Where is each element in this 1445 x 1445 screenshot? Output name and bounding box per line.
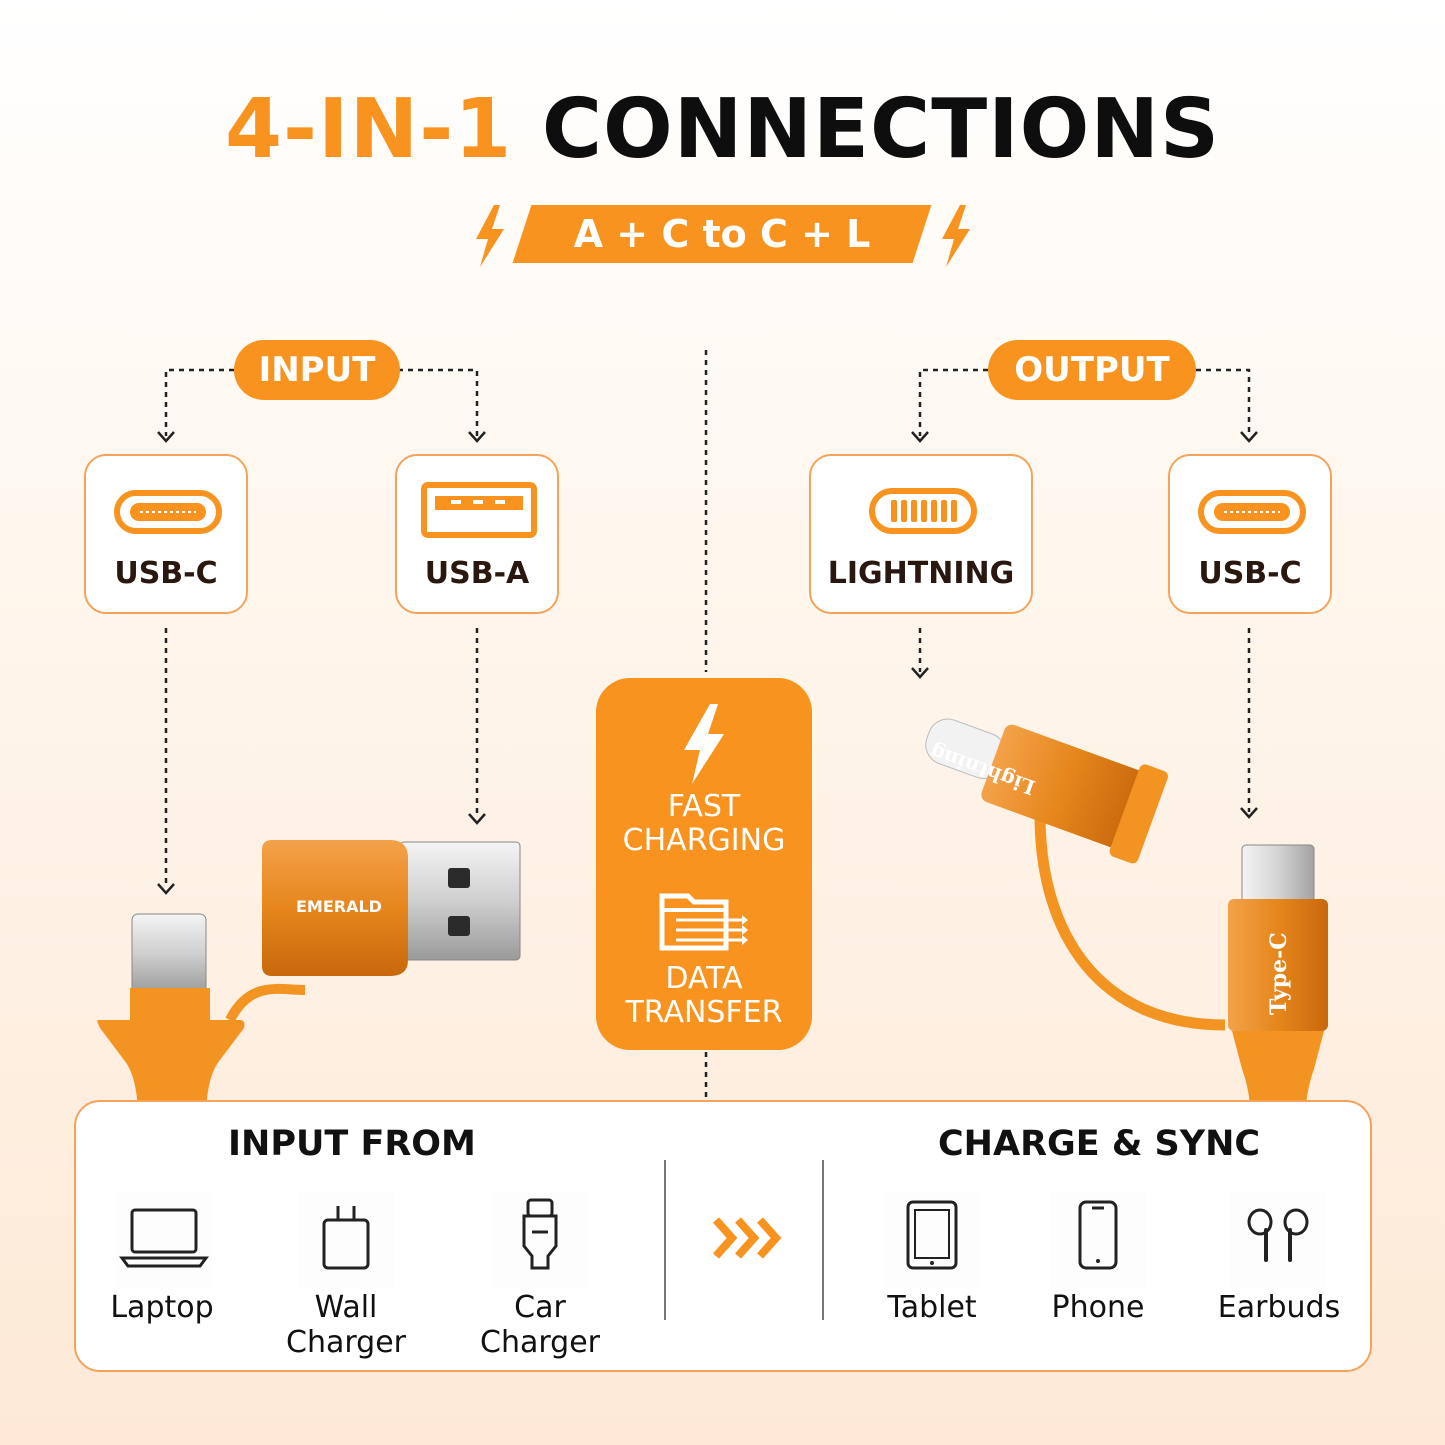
lightning-port-icon bbox=[869, 488, 977, 534]
fast-charging-icon bbox=[684, 704, 724, 784]
laptop-tile bbox=[116, 1192, 212, 1288]
output-label: OUTPUT bbox=[988, 340, 1196, 400]
device-label-earbuds: Earbuds bbox=[1217, 1290, 1341, 1325]
device-label-tablet: Tablet bbox=[887, 1290, 977, 1325]
brand-text: EMERALD bbox=[296, 897, 382, 916]
input-from-heading: INPUT FROM bbox=[228, 1124, 476, 1164]
chevrons-right-icon bbox=[713, 1217, 782, 1259]
input-cable-illustration: EMERALD bbox=[97, 840, 521, 1110]
label-line: Charger bbox=[480, 1325, 600, 1360]
label-line: Car bbox=[514, 1290, 566, 1325]
earbuds-icon bbox=[1247, 1208, 1309, 1262]
port-card-usb-c-output: USB-C bbox=[1168, 454, 1332, 614]
label-line: Charger bbox=[286, 1325, 406, 1360]
divider bbox=[664, 1160, 666, 1320]
divider bbox=[822, 1160, 824, 1320]
device-label-wall-charger: Wall Charger bbox=[272, 1290, 420, 1360]
charge-sync-heading: CHARGE & SYNC bbox=[938, 1124, 1261, 1164]
output-cable-illustration: Lightning Type-C bbox=[925, 718, 1328, 1105]
usb-c-port-icon bbox=[114, 490, 222, 534]
wall-charger-tile bbox=[298, 1192, 394, 1288]
input-label: INPUT bbox=[234, 340, 400, 400]
lightning-bolt-icon bbox=[942, 205, 970, 267]
laptop-icon bbox=[119, 1208, 209, 1268]
tablet-tile bbox=[884, 1192, 980, 1288]
fast-charging-line2: CHARGING bbox=[622, 823, 786, 858]
data-transfer-icon bbox=[659, 893, 748, 951]
phone-tile bbox=[1050, 1192, 1146, 1288]
compatibility-panel: INPUT FROM CHARGE & SYNC Laptop Wall Cha… bbox=[74, 1100, 1372, 1372]
port-card-lightning-output: LIGHTNING bbox=[809, 454, 1033, 614]
device-label-phone: Phone bbox=[1051, 1290, 1145, 1325]
port-label: LIGHTNING bbox=[827, 556, 1015, 591]
port-label: USB-A bbox=[424, 556, 530, 591]
car-charger-icon bbox=[522, 1198, 558, 1270]
subtitle-banner-text: A + C to C + L bbox=[573, 212, 871, 256]
port-label: USB-C bbox=[114, 556, 218, 591]
page-title: 4-IN-1 CONNECTIONS bbox=[0, 82, 1445, 177]
port-label: USB-C bbox=[1198, 556, 1302, 591]
label-line: Wall bbox=[314, 1290, 378, 1325]
feature-card: FAST CHARGING DATA TRANSFER bbox=[596, 678, 812, 1050]
tablet-icon bbox=[906, 1200, 958, 1270]
title-accent: 4-IN-1 bbox=[224, 82, 513, 177]
usb-c-port-icon bbox=[1198, 490, 1306, 534]
device-label-car-charger: Car Charger bbox=[466, 1290, 614, 1360]
device-label-laptop: Laptop bbox=[110, 1290, 214, 1325]
wall-charger-icon bbox=[322, 1206, 370, 1270]
data-transfer-line1: DATA bbox=[665, 961, 743, 996]
earbuds-tile bbox=[1230, 1192, 1326, 1288]
title-main: CONNECTIONS bbox=[541, 82, 1221, 177]
port-card-usb-c-input: USB-C bbox=[84, 454, 248, 614]
fast-charging-line1: FAST bbox=[667, 789, 741, 824]
car-charger-tile bbox=[492, 1192, 588, 1288]
data-transfer-line2: TRANSFER bbox=[625, 995, 783, 1030]
phone-icon bbox=[1078, 1200, 1118, 1270]
usb-a-port-icon bbox=[421, 482, 537, 538]
type-c-tip-text: Type-C bbox=[1266, 932, 1292, 1015]
lightning-bolt-icon bbox=[476, 205, 504, 267]
port-card-usb-a-input: USB-A bbox=[395, 454, 559, 614]
